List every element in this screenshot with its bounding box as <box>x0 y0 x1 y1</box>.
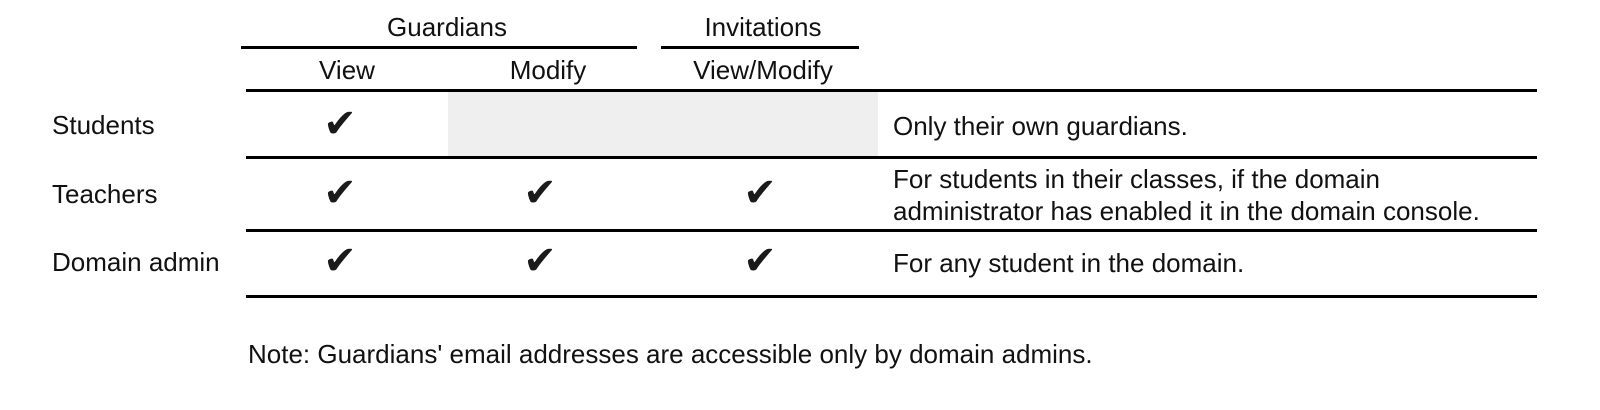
check-domain-admin-guardians-view: ✔ <box>323 238 357 284</box>
row-label-students: Students <box>52 110 155 140</box>
table-rule-students-bottom <box>246 156 1537 159</box>
check-domain-admin-guardians-modify: ✔ <box>523 238 557 284</box>
table-rule-header-bottom <box>246 89 1537 92</box>
column-header-guardians-view: View <box>319 55 375 85</box>
check-teachers-invitations-view-modify: ✔ <box>743 170 777 216</box>
notes-domain-admin: For any student in the domain. <box>893 248 1245 278</box>
notes-teachers: For students in their classes, if the do… <box>893 164 1480 226</box>
check-teachers-guardians-modify: ✔ <box>523 170 557 216</box>
table-rule-bottom <box>246 295 1537 298</box>
column-header-guardians-modify: Modify <box>509 55 587 85</box>
group-header-invitations: Invitations <box>704 12 822 42</box>
check-domain-admin-invitations-view-modify: ✔ <box>743 238 777 284</box>
footnote: Note: Guardians' email addresses are acc… <box>248 339 1093 369</box>
check-students-guardians-view: ✔ <box>323 101 357 147</box>
shaded-cell-students-no-access <box>448 92 878 156</box>
column-header-invitations-view-modify: View/Modify <box>693 55 833 85</box>
row-label-teachers: Teachers <box>52 179 158 209</box>
group-rule-guardians <box>241 46 637 49</box>
table-rule-teachers-bottom <box>246 229 1537 232</box>
notes-students: Only their own guardians. <box>893 111 1188 141</box>
check-teachers-guardians-view: ✔ <box>323 170 357 216</box>
group-header-guardians: Guardians <box>387 12 507 42</box>
group-rule-invitations <box>661 46 859 49</box>
row-label-domain-admin: Domain admin <box>52 247 220 277</box>
